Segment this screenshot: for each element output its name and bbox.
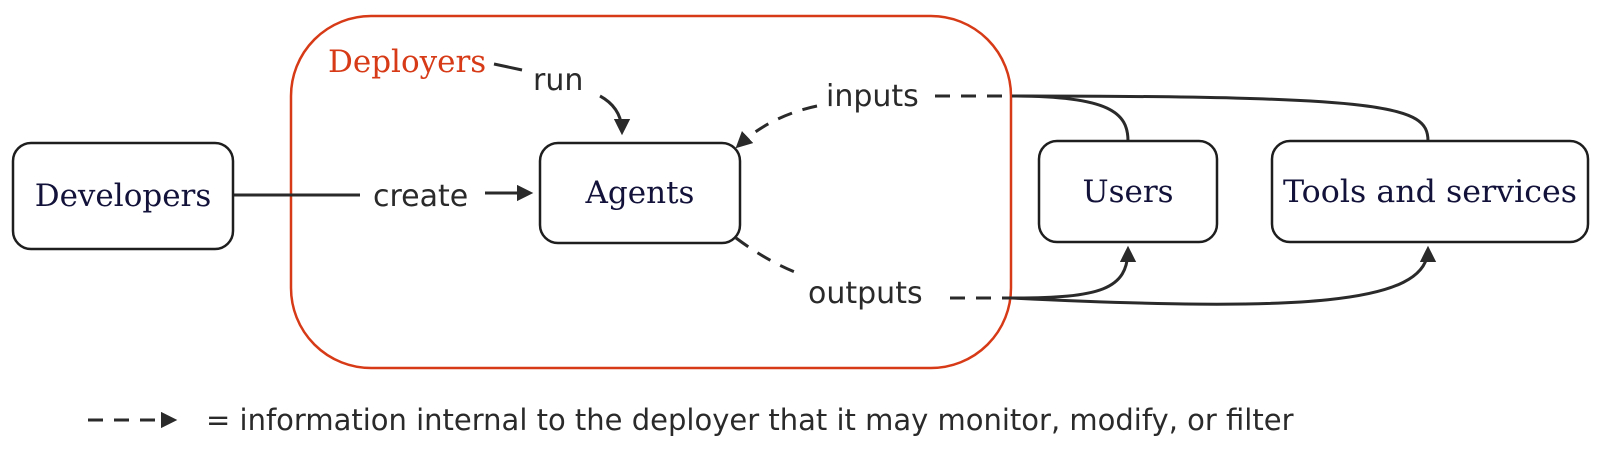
deployers-to-run-line [493, 62, 523, 72]
deployers-group-label: Deployers [328, 44, 486, 80]
run-arrow [599, 94, 631, 136]
deployers-group-boundary [289, 14, 1013, 370]
users-node: Users [1037, 139, 1219, 244]
outputs-edge-label: outputs [808, 276, 923, 311]
users-to-inputs-line [1011, 94, 1130, 142]
agents-to-outputs-line [735, 236, 801, 276]
agents-label: Agents [585, 175, 695, 211]
inputs-to-agents-arrow [735, 104, 818, 149]
legend-text: = information internal to the deployer t… [206, 403, 1294, 437]
outputs-to-tools-arrow [1011, 245, 1437, 306]
create-edge-label: create [373, 179, 468, 214]
outputs-to-users-arrow [1011, 245, 1137, 300]
tools-label: Tools and services [1283, 174, 1577, 210]
run-edge-label: run [533, 63, 583, 98]
tools-node: Tools and services [1270, 139, 1590, 244]
agents-node: Agents [538, 141, 742, 245]
tools-to-inputs-line [1011, 94, 1430, 142]
developers-node: Developers [11, 141, 235, 251]
inputs-edge-label: inputs [826, 79, 919, 114]
users-label: Users [1082, 174, 1173, 210]
developers-label: Developers [35, 178, 212, 214]
legend: = information internal to the deployer t… [88, 403, 1294, 437]
